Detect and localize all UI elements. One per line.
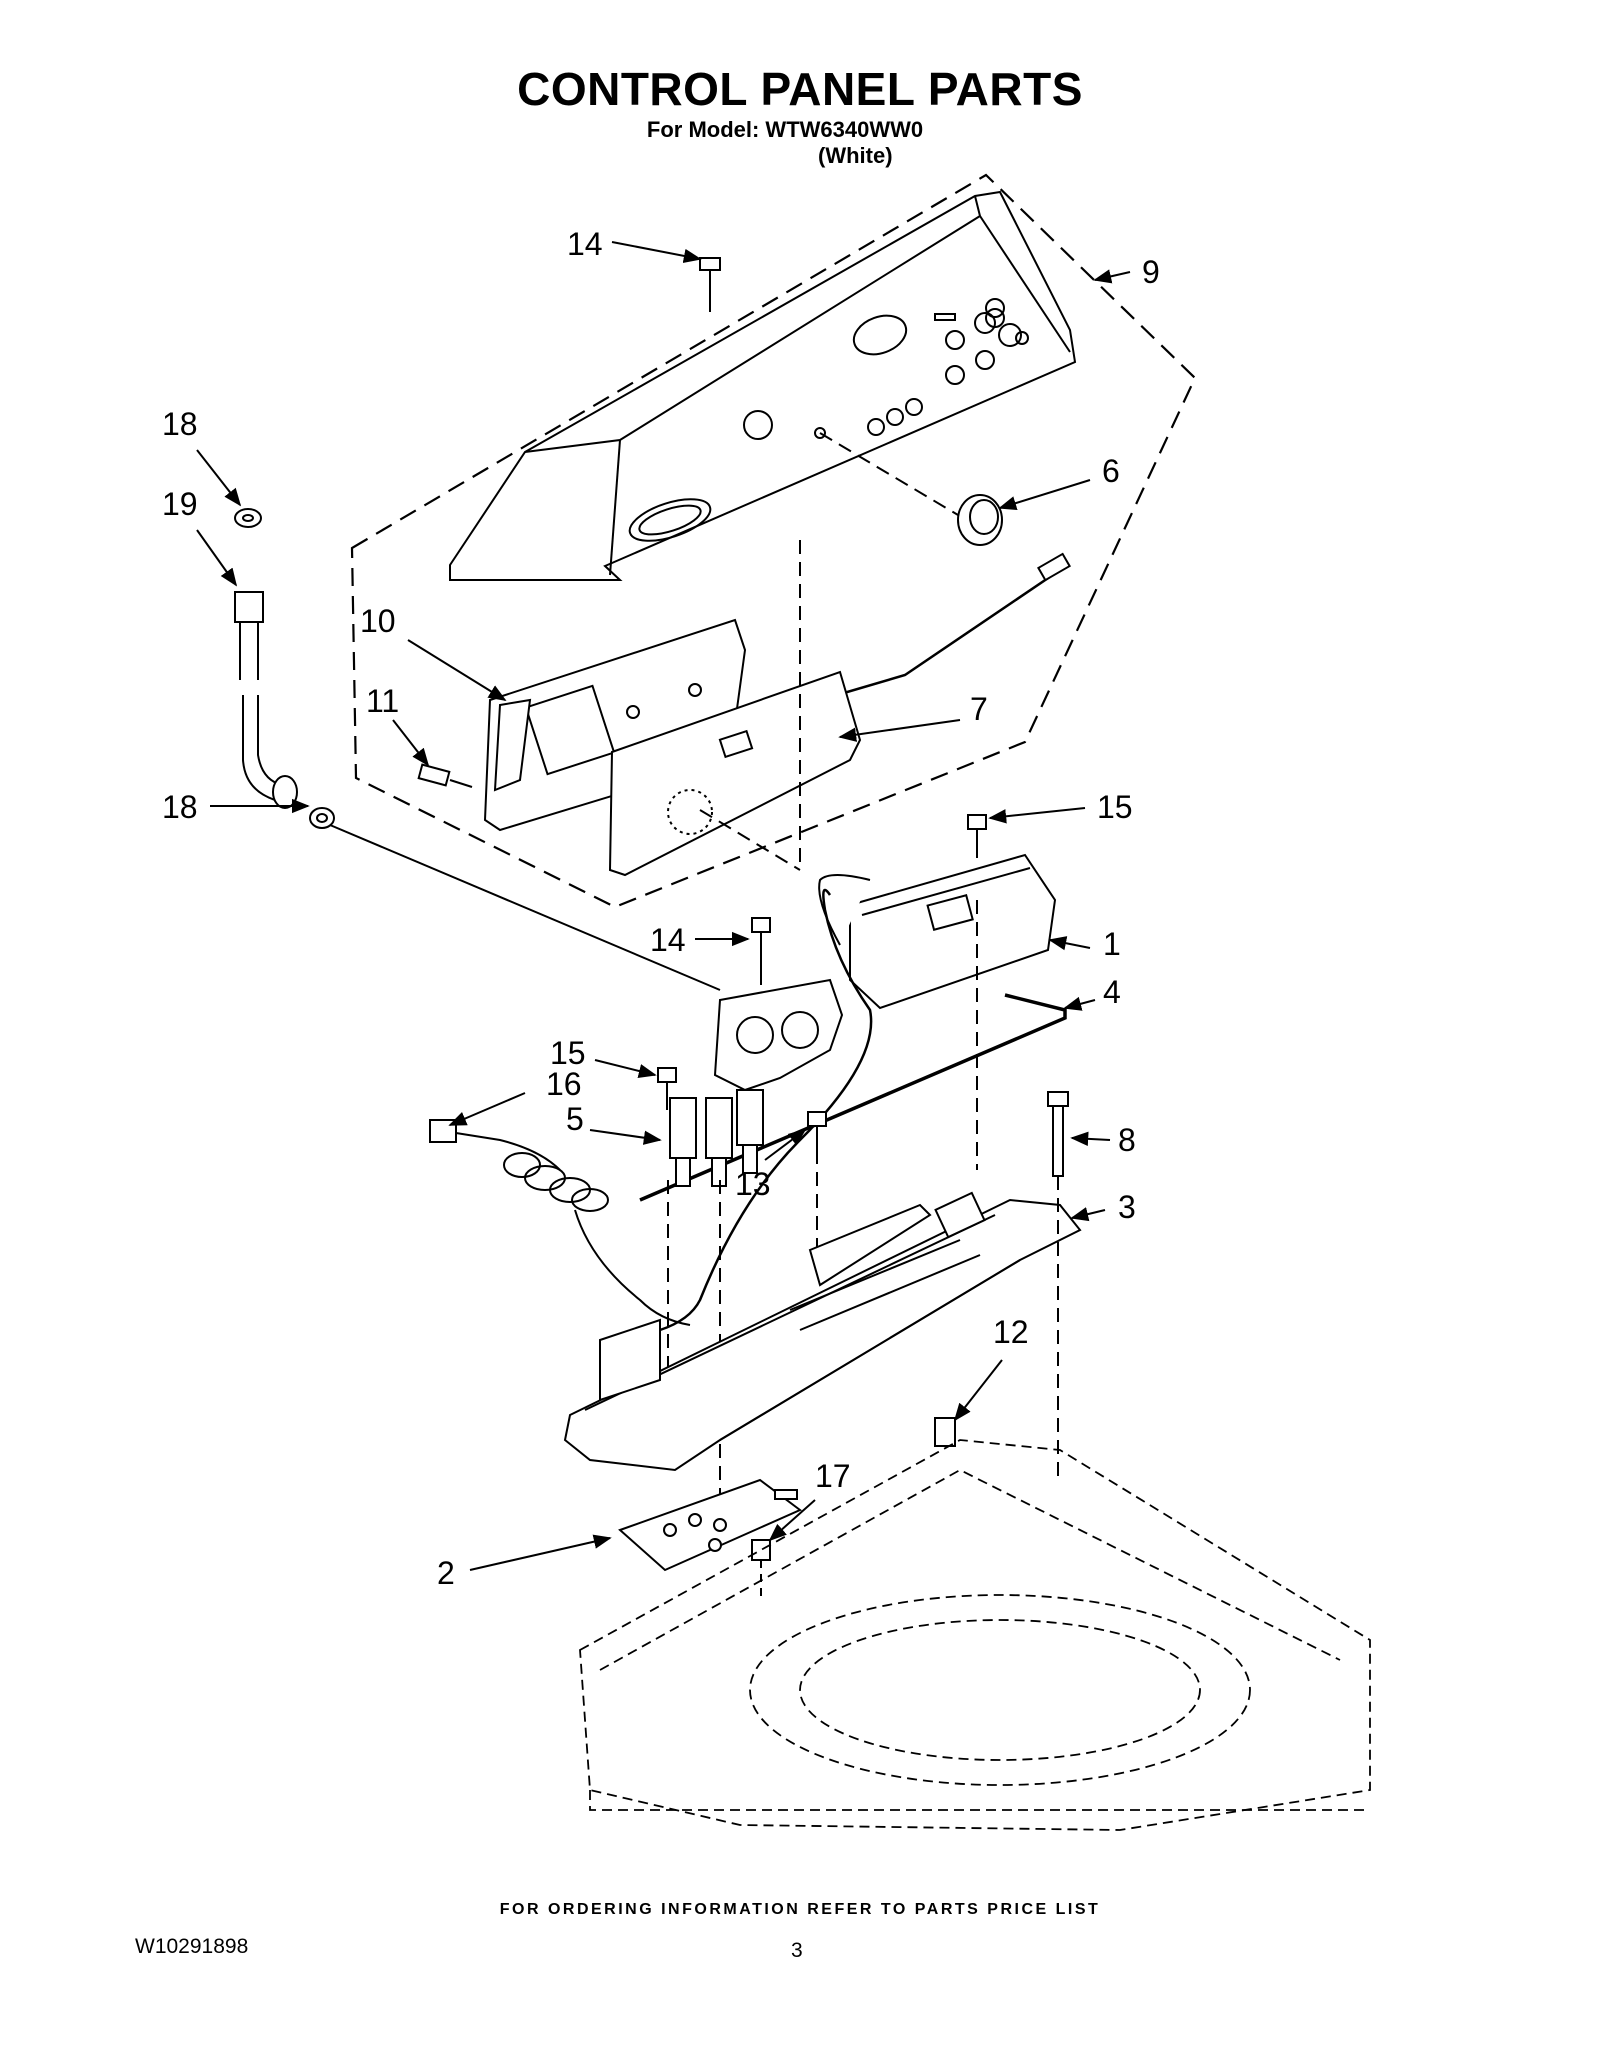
fill-hose (234, 508, 335, 829)
callout-14b: 14 (650, 922, 686, 958)
leader-9 (1093, 269, 1131, 284)
callout-6: 6 (1102, 453, 1120, 489)
callout-18a: 18 (162, 406, 198, 442)
callout-8: 8 (1118, 1122, 1136, 1158)
wire-connector (1037, 552, 1071, 582)
leader-18a (196, 449, 242, 507)
leader-1 (1048, 936, 1091, 951)
leader-5 (589, 1129, 662, 1145)
screw-15-left (657, 1067, 677, 1110)
callout-10: 10 (360, 603, 396, 639)
leader-19 (196, 529, 238, 587)
callout-15a: 15 (1097, 789, 1133, 825)
model-variant: (White) (818, 143, 893, 168)
callout-1: 1 (1103, 926, 1121, 962)
callout-14a: 14 (567, 226, 603, 262)
document-number: W10291898 (135, 1935, 249, 1958)
console-panel (449, 190, 1077, 581)
callout-2: 2 (437, 1555, 455, 1591)
callout-13: 13 (735, 1166, 771, 1202)
leader-14a (611, 241, 702, 263)
page-title: CONTROL PANEL PARTS (517, 63, 1083, 115)
callout-12: 12 (993, 1314, 1029, 1350)
callout-3: 3 (1118, 1189, 1136, 1225)
leader-10 (407, 639, 507, 701)
callout-4: 4 (1103, 974, 1121, 1010)
clip-17 (751, 1539, 771, 1600)
screw-14-mid (751, 917, 771, 985)
callout-17: 17 (815, 1458, 851, 1494)
plate (618, 1478, 802, 1572)
callout-15b: 15 (550, 1035, 586, 1071)
callout-leaders (196, 241, 1131, 1571)
knob (819, 432, 1003, 546)
console-base (563, 1191, 1082, 1472)
main-control-board (818, 853, 1057, 1010)
water-valve (669, 978, 844, 1187)
callout-9: 9 (1142, 254, 1160, 290)
leader-13 (764, 1128, 807, 1161)
callout-5: 5 (566, 1101, 584, 1137)
screw-14-top (699, 257, 721, 312)
callout-11: 11 (366, 683, 399, 719)
callout-16: 16 (546, 1066, 582, 1102)
callout-7: 7 (970, 691, 988, 727)
bracket (483, 618, 747, 832)
page-number: 3 (791, 1939, 803, 1962)
leader-6 (998, 479, 1091, 511)
console-assembly-boundary (350, 173, 1197, 909)
model-line: For Model: WTW6340WW0 (646, 117, 924, 142)
wire-harness-loop (659, 888, 873, 1332)
leader-15b (594, 1059, 657, 1079)
power-cord (429, 1119, 691, 1326)
callout-labels: 14 9 18 19 6 10 11 7 18 15 14 1 4 15 16 … (162, 226, 1160, 1591)
leader-7 (838, 719, 961, 742)
screw-13 (807, 1111, 827, 1150)
leader-8 (1070, 1131, 1111, 1147)
washer-to-valve-leader (329, 824, 721, 991)
cabinet-top (579, 1439, 1371, 1831)
leader-3 (1070, 1207, 1106, 1222)
screw-15-right (967, 814, 987, 1170)
console-leader-b (699, 809, 801, 871)
leader-2 (469, 1534, 612, 1571)
clip-12 (934, 1417, 956, 1447)
callout-19: 19 (162, 486, 198, 522)
leader-11 (392, 719, 430, 767)
ui-board (608, 670, 862, 877)
bolt-8 (1047, 1091, 1069, 1480)
leader-4 (1063, 996, 1096, 1011)
ordering-note: FOR ORDERING INFORMATION REFER TO PARTS … (499, 1901, 1101, 1918)
screw-11 (417, 763, 473, 788)
panel-wire-harness (819, 568, 1061, 702)
callout-18b: 18 (162, 789, 198, 825)
leader-12 (953, 1359, 1003, 1422)
leader-15a (988, 807, 1086, 824)
rod (639, 993, 1067, 1202)
leader-16 (448, 1092, 526, 1126)
leader-17 (768, 1499, 816, 1542)
